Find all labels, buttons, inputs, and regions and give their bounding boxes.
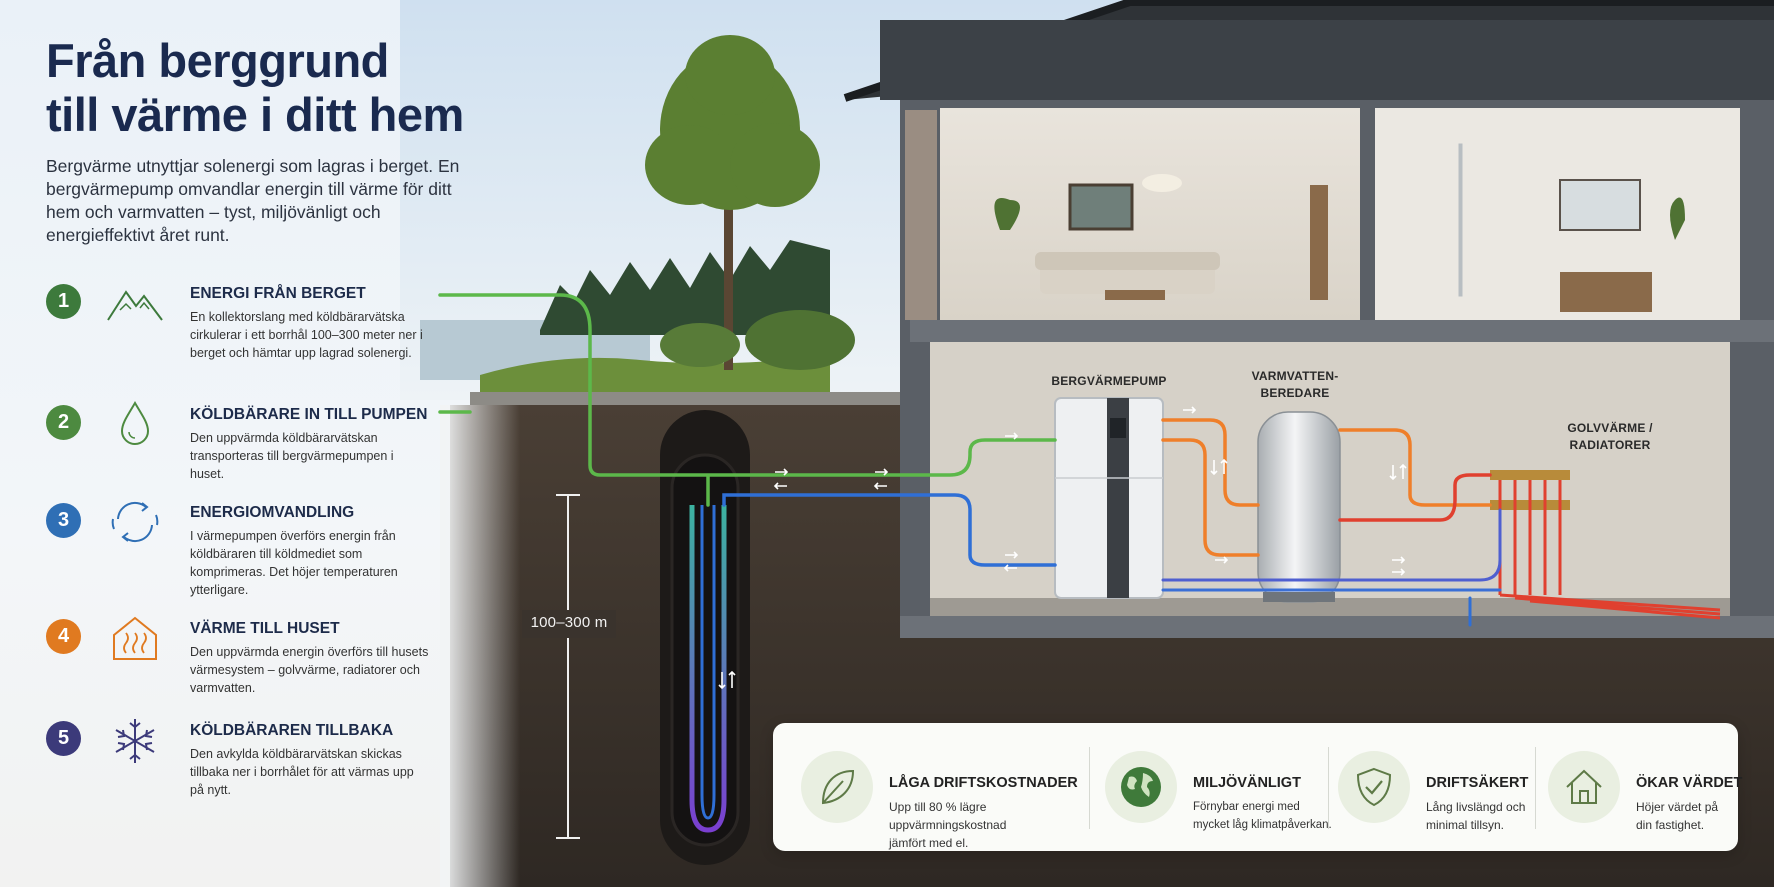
house-icon — [1548, 751, 1620, 823]
benefit-reliable: DRIFTSÄKERT Lång livslängd och minimal t… — [1338, 751, 1528, 832]
tree-trunk — [724, 180, 733, 370]
floor-heating-label-line2: RADIATORER — [1569, 438, 1651, 452]
orange-pipe — [1161, 418, 1260, 507]
step-energy-conversion: 3 ENERGIOMVANDLING I värmepumpen överför… — [46, 502, 516, 603]
page-title-line2: till värme i ditt hem — [46, 88, 464, 141]
benefit-text-line: mycket låg klimatpåverkan. — [1193, 819, 1332, 831]
benefit-text-line: Höjer värdet på — [1636, 800, 1719, 814]
benefits-panel: LÅGA DRIFTSKOSTNADER Upp till 80 % lägre… — [773, 723, 1742, 851]
bathroom — [1375, 108, 1740, 320]
flow-arrows — [718, 406, 1407, 690]
benefit-text-line: din fastighet. — [1636, 818, 1705, 832]
step-title: KÖLDBÄRARE IN TILL PUMPEN — [190, 406, 428, 423]
blue-pipe — [722, 493, 1057, 567]
droplet-icon — [120, 401, 150, 445]
brick-column — [905, 110, 937, 320]
forest — [540, 240, 830, 335]
heat-pump-unit — [1054, 397, 1164, 599]
grass — [480, 356, 830, 395]
step-text: I värmepumpen överförs energin från köld… — [190, 529, 398, 597]
step-number: 3 — [46, 503, 81, 538]
depth-marker — [556, 494, 580, 839]
benefit-title: LÅGA DRIFTSKOSTNADER — [889, 775, 1078, 791]
benefit-text-line: Lång livslängd och — [1426, 800, 1526, 814]
house-heat-icon — [113, 616, 157, 660]
step-number: 1 — [46, 284, 81, 319]
step-text: Den uppvärmda energin överförs till huse… — [190, 645, 429, 695]
benefit-text-line: uppvärmningskostnad — [889, 818, 1007, 832]
heat-pump-label: BERGVÄRMEPUMP — [1051, 374, 1167, 388]
leaf-icon — [801, 751, 873, 823]
step-title: ENERGI FRÅN BERGET — [190, 285, 366, 302]
benefit-text-line: Upp till 80 % lägre — [889, 800, 987, 814]
step-heat-to-house: 4 VÄRME TILL HUSET Den uppvärmda energin… — [46, 616, 516, 719]
shield-check-icon — [1338, 751, 1410, 823]
step-text: Den avkylda köldbärarvätskan skickas til… — [190, 747, 414, 797]
green-pipe — [438, 293, 1057, 507]
kerb — [470, 392, 910, 406]
borehole-liner — [670, 453, 740, 847]
page-title-line1: Från berggrund — [46, 34, 389, 87]
step-fluid-to-pump: 2 KÖLDBÄRARE IN TILL PUMPEN Den uppvärmd… — [46, 401, 516, 505]
benefit-text: Lång livslängd och minimal tillsyn. — [1426, 798, 1525, 834]
step-text: En kollektorslang med köldbärarvätska ci… — [190, 310, 423, 360]
mountain-icon — [107, 290, 163, 321]
orange-pipe — [1161, 438, 1260, 557]
step-number: 4 — [46, 619, 81, 654]
floor-slab — [910, 320, 1774, 342]
benefit-text-line: jämfört med el. — [889, 836, 969, 850]
step-energy-from-rock: 1 ENERGI FRÅN BERGET En kollektorslang m… — [46, 284, 516, 384]
benefit-text-line: Förnybar energi med — [1193, 801, 1300, 813]
benefit-text: Höjer värdet på din fastighet. — [1636, 798, 1718, 834]
step-title: ENERGIOMVANDLING — [190, 504, 355, 521]
tree-crown — [645, 35, 820, 210]
benefit-text: Förnybar energi med mycket låg klimatpåv… — [1193, 798, 1332, 834]
water-heater-label: VARMVATTEN- BEREDARE — [1225, 368, 1365, 402]
step-text: Den uppvärmda köldbärarvätskan transport… — [190, 431, 394, 481]
globe-icon — [1105, 751, 1177, 823]
step-number: 5 — [46, 721, 81, 756]
snowflake-icon — [115, 719, 155, 763]
floor-heating-label: GOLVVÄRME / RADIATORER — [1545, 420, 1675, 454]
step-title: KÖLDBÄRAREN TILLBAKA — [190, 722, 394, 739]
house-footing — [900, 616, 1774, 638]
orange-pipe — [1338, 428, 1492, 507]
benefit-title: DRIFTSÄKERT — [1426, 775, 1529, 791]
water-heater-label-line2: BEREDARE — [1260, 386, 1330, 400]
red-pipe — [1338, 473, 1492, 522]
benefit-low-costs: LÅGA DRIFTSKOSTNADER Upp till 80 % lägre… — [801, 751, 1078, 850]
depth-label: 100–300 m — [530, 614, 608, 631]
pipes — [438, 293, 1502, 627]
collector-loop — [689, 505, 727, 833]
water-heater — [1257, 411, 1341, 603]
benefit-text-line: minimal tillsyn. — [1426, 818, 1505, 832]
collector-loop — [700, 505, 716, 820]
page-title: Från berggrund till värme i ditt hem — [46, 34, 464, 142]
benefit-title: ÖKAR VÄRDET — [1636, 775, 1743, 791]
divider — [1535, 747, 1536, 829]
cycle-arrows-icon — [111, 502, 159, 542]
gable — [880, 20, 1774, 100]
intro-text: Bergvärme utnyttjar solenergi som lagras… — [46, 156, 460, 245]
step-fluid-back: 5 KÖLDBÄRAREN TILLBAKA Den avkylda köldb… — [46, 719, 516, 821]
step-title: VÄRME TILL HUSET — [190, 620, 340, 637]
benefit-text: Upp till 80 % lägre uppvärmningskostnad … — [889, 798, 1006, 852]
blue-pipe — [1161, 508, 1502, 582]
divider — [1089, 747, 1090, 829]
bush — [745, 310, 855, 370]
divider — [1328, 747, 1329, 829]
step-number: 2 — [46, 405, 81, 440]
benefit-title: MILJÖVÄNLIGT — [1193, 775, 1301, 791]
floor-heating-manifold — [1490, 470, 1721, 620]
bush — [660, 323, 740, 367]
water-heater-label-line1: VARMVATTEN- — [1251, 369, 1339, 383]
soil-fade — [440, 405, 520, 887]
benefit-eco-friendly: MILJÖVÄNLIGT Förnybar energi med mycket … — [1105, 751, 1332, 831]
benefit-increases-value: ÖKAR VÄRDET Höjer värdet på din fastighe… — [1548, 751, 1742, 834]
floor-heating-label-line1: GOLVVÄRME / — [1567, 421, 1653, 435]
